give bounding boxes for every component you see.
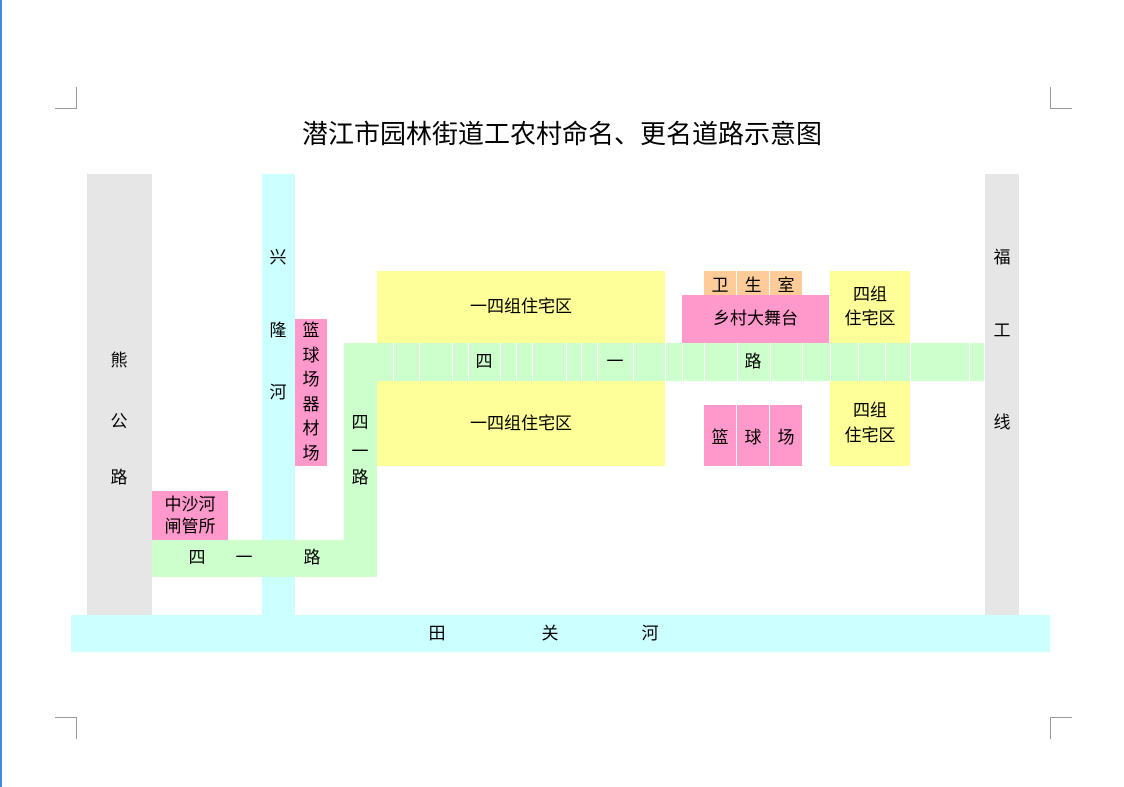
equipment-yard: 篮 球 场 器 材 场: [295, 319, 327, 466]
village-stage: 乡村大舞台: [682, 295, 829, 343]
label-char: 器: [302, 394, 320, 415]
river-label: 兴: [269, 248, 287, 268]
label-char: 场: [302, 443, 320, 464]
label-char: 场: [302, 370, 320, 390]
label-line: 四组: [853, 284, 887, 305]
road-label: 四: [188, 548, 206, 568]
margin-corner-bottom-left: [55, 717, 77, 739]
label-char: 卫: [704, 271, 737, 296]
clinic: 卫 生 室: [704, 271, 802, 296]
label-char: 材: [302, 419, 320, 439]
river-label: 河: [641, 624, 659, 644]
road-label: 四: [475, 352, 493, 372]
road-label: 路: [110, 468, 128, 488]
road-label: 熊: [110, 351, 128, 371]
road-label: 一: [606, 352, 624, 372]
residential-zone-14-bottom: 一四组住宅区: [377, 381, 665, 466]
road-label: 一: [351, 442, 369, 462]
road-label: 路: [303, 548, 321, 568]
river-label: 河: [269, 383, 287, 403]
label-char: 篮: [302, 321, 320, 341]
sluice-station: 中沙河 闸管所: [152, 491, 228, 540]
label-char: 室: [777, 275, 795, 296]
margin-corner-bottom-right: [1050, 717, 1072, 739]
margin-corner-top-right: [1050, 87, 1072, 109]
road-siyi-vertical: 四 一 路: [344, 343, 377, 577]
residential-zone-14-top: 一四组住宅区: [377, 271, 665, 343]
road-label: 一: [235, 548, 253, 568]
residential-zone-4-top: 四组 住宅区: [830, 271, 910, 343]
margin-corner-top-left: [55, 87, 77, 109]
river-label: 田: [428, 624, 446, 644]
road-label: 公: [110, 412, 128, 432]
river-tianguan: 田 关 河: [71, 615, 1050, 652]
road-label: 线: [993, 413, 1011, 433]
label-char: 篮: [704, 405, 737, 466]
basketball-court: 篮 球 场: [704, 405, 802, 466]
page-edge: [0, 0, 2, 787]
page-title: 潜江市园林街道工农村命名、更名道路示意图: [301, 120, 822, 150]
road-xiong-gong: 熊 公 路: [87, 174, 152, 615]
label-line: 四组: [853, 401, 887, 421]
road-label: 工: [993, 321, 1011, 341]
label-char: 球: [737, 405, 770, 466]
label-line: 住宅区: [844, 425, 896, 446]
river-label: 隆: [269, 321, 287, 341]
residential-zone-4-bottom: 四组 住宅区: [830, 381, 910, 466]
road-siyi-bottom: 四 一 路: [152, 540, 377, 577]
road-label: 福: [993, 248, 1011, 268]
label-line: 住宅区: [844, 309, 896, 329]
road-label: 路: [351, 468, 369, 488]
road-label: 四: [351, 413, 369, 433]
road-fu-gong: 福 工 线: [985, 174, 1019, 615]
label-char: 场: [777, 428, 795, 448]
label-char: 球: [302, 345, 320, 366]
road-siyi-horizontal: 四 一 路: [377, 343, 984, 381]
road-label: 路: [744, 352, 762, 372]
river-label: 关: [541, 624, 559, 644]
label-char: 生: [737, 271, 770, 296]
